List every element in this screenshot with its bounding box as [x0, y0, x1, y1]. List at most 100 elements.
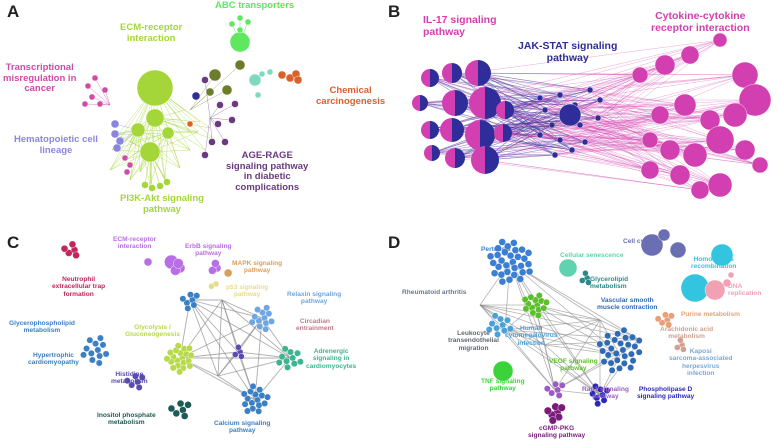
- network-node: [92, 340, 99, 348]
- network-node: [558, 103, 582, 127]
- network-node: [256, 386, 264, 394]
- network-edge: [539, 97, 736, 116]
- network-node: [627, 364, 635, 372]
- network-node: [285, 73, 295, 83]
- label-a-ecm-receptor: ECM-receptor interaction: [120, 22, 183, 44]
- network-node: [665, 321, 673, 329]
- network-edge: [484, 39, 721, 104]
- network-node: [536, 94, 544, 102]
- network-edge: [484, 139, 721, 161]
- network-edge: [584, 114, 661, 143]
- network-node: [293, 75, 303, 85]
- network-node: [543, 385, 551, 393]
- network-node: [620, 326, 628, 334]
- network-node: [88, 356, 96, 364]
- network-edge: [504, 74, 641, 111]
- network-node: [208, 283, 215, 290]
- network-node: [138, 373, 146, 381]
- network-node: [511, 246, 520, 254]
- network-node: [673, 93, 697, 117]
- network-edge: [479, 304, 546, 346]
- network-node: [654, 315, 662, 323]
- split-node: [424, 145, 440, 161]
- network-node: [712, 32, 728, 48]
- network-node: [640, 160, 660, 180]
- network-node: [624, 341, 632, 349]
- network-edge: [477, 72, 686, 106]
- network-node: [510, 239, 518, 247]
- network-node: [707, 172, 733, 198]
- network-edge: [209, 117, 226, 143]
- network-node: [535, 292, 543, 299]
- network-node: [248, 73, 262, 87]
- network-edge: [559, 94, 721, 186]
- network-node: [121, 154, 129, 162]
- label-c-hypertrophic: Hypertrophic cardiomyopathy: [28, 352, 79, 367]
- network-node: [503, 268, 512, 276]
- label-c-adrenergic: Adrenergic signaling in cardiomyocytes: [306, 348, 357, 370]
- network-node: [180, 412, 189, 420]
- network-node: [214, 120, 222, 128]
- label-b-il17: IL-17 signaling pathway: [423, 14, 497, 38]
- split-node: [465, 60, 491, 86]
- network-node: [187, 351, 195, 359]
- network-node: [592, 383, 599, 390]
- network-node: [240, 390, 248, 398]
- network-node: [617, 340, 624, 347]
- network-edge: [149, 132, 169, 186]
- network-node: [265, 310, 273, 318]
- network-edge: [429, 77, 671, 151]
- network-edge: [484, 114, 661, 161]
- network-node: [235, 344, 242, 351]
- network-node: [556, 91, 564, 99]
- label-d-cell-cycle: Cell cycle: [623, 238, 654, 245]
- network-node: [86, 336, 94, 344]
- network-edge: [209, 103, 236, 119]
- label-c-circadian: Circadian entrainment: [296, 318, 334, 333]
- network-edge: [111, 132, 169, 151]
- network-edge: [204, 117, 211, 156]
- split-node: [421, 121, 439, 139]
- label-a-pi3k-akt: PI3K-Akt signaling pathway: [120, 193, 204, 215]
- network-node: [628, 350, 635, 358]
- network-edge: [137, 129, 191, 151]
- split-node: [496, 101, 514, 119]
- network-node: [228, 116, 236, 124]
- network-node: [704, 279, 726, 301]
- network-edge: [574, 104, 661, 116]
- network-node: [654, 54, 676, 76]
- abc-node: [229, 31, 251, 53]
- network-node: [597, 386, 604, 393]
- network-node: [621, 352, 629, 360]
- network-node: [734, 139, 756, 161]
- network-node: [616, 364, 623, 372]
- network-node: [258, 70, 266, 78]
- network-edge: [477, 72, 641, 76]
- network-edge: [484, 102, 711, 121]
- network-edge: [554, 119, 711, 156]
- network-node: [500, 327, 508, 335]
- network-node: [255, 407, 263, 415]
- network-node: [494, 330, 501, 338]
- network-node: [277, 70, 287, 80]
- network-node: [187, 291, 194, 299]
- network-node: [680, 273, 710, 303]
- network-node: [631, 343, 639, 350]
- network-edge: [574, 104, 761, 166]
- split-node: [421, 69, 439, 87]
- network-node: [97, 334, 104, 342]
- network-node: [489, 259, 497, 267]
- network-edge: [554, 139, 721, 156]
- network-edge: [189, 299, 256, 401]
- network-node: [173, 258, 184, 269]
- network-node: [68, 240, 77, 249]
- network-node: [145, 108, 165, 128]
- network-edge: [551, 124, 721, 186]
- network-node: [520, 254, 529, 263]
- network-node: [176, 368, 184, 376]
- network-node: [620, 360, 628, 367]
- network-node: [266, 68, 274, 76]
- network-node: [287, 348, 294, 356]
- network-node: [596, 96, 604, 104]
- network-node: [221, 138, 229, 146]
